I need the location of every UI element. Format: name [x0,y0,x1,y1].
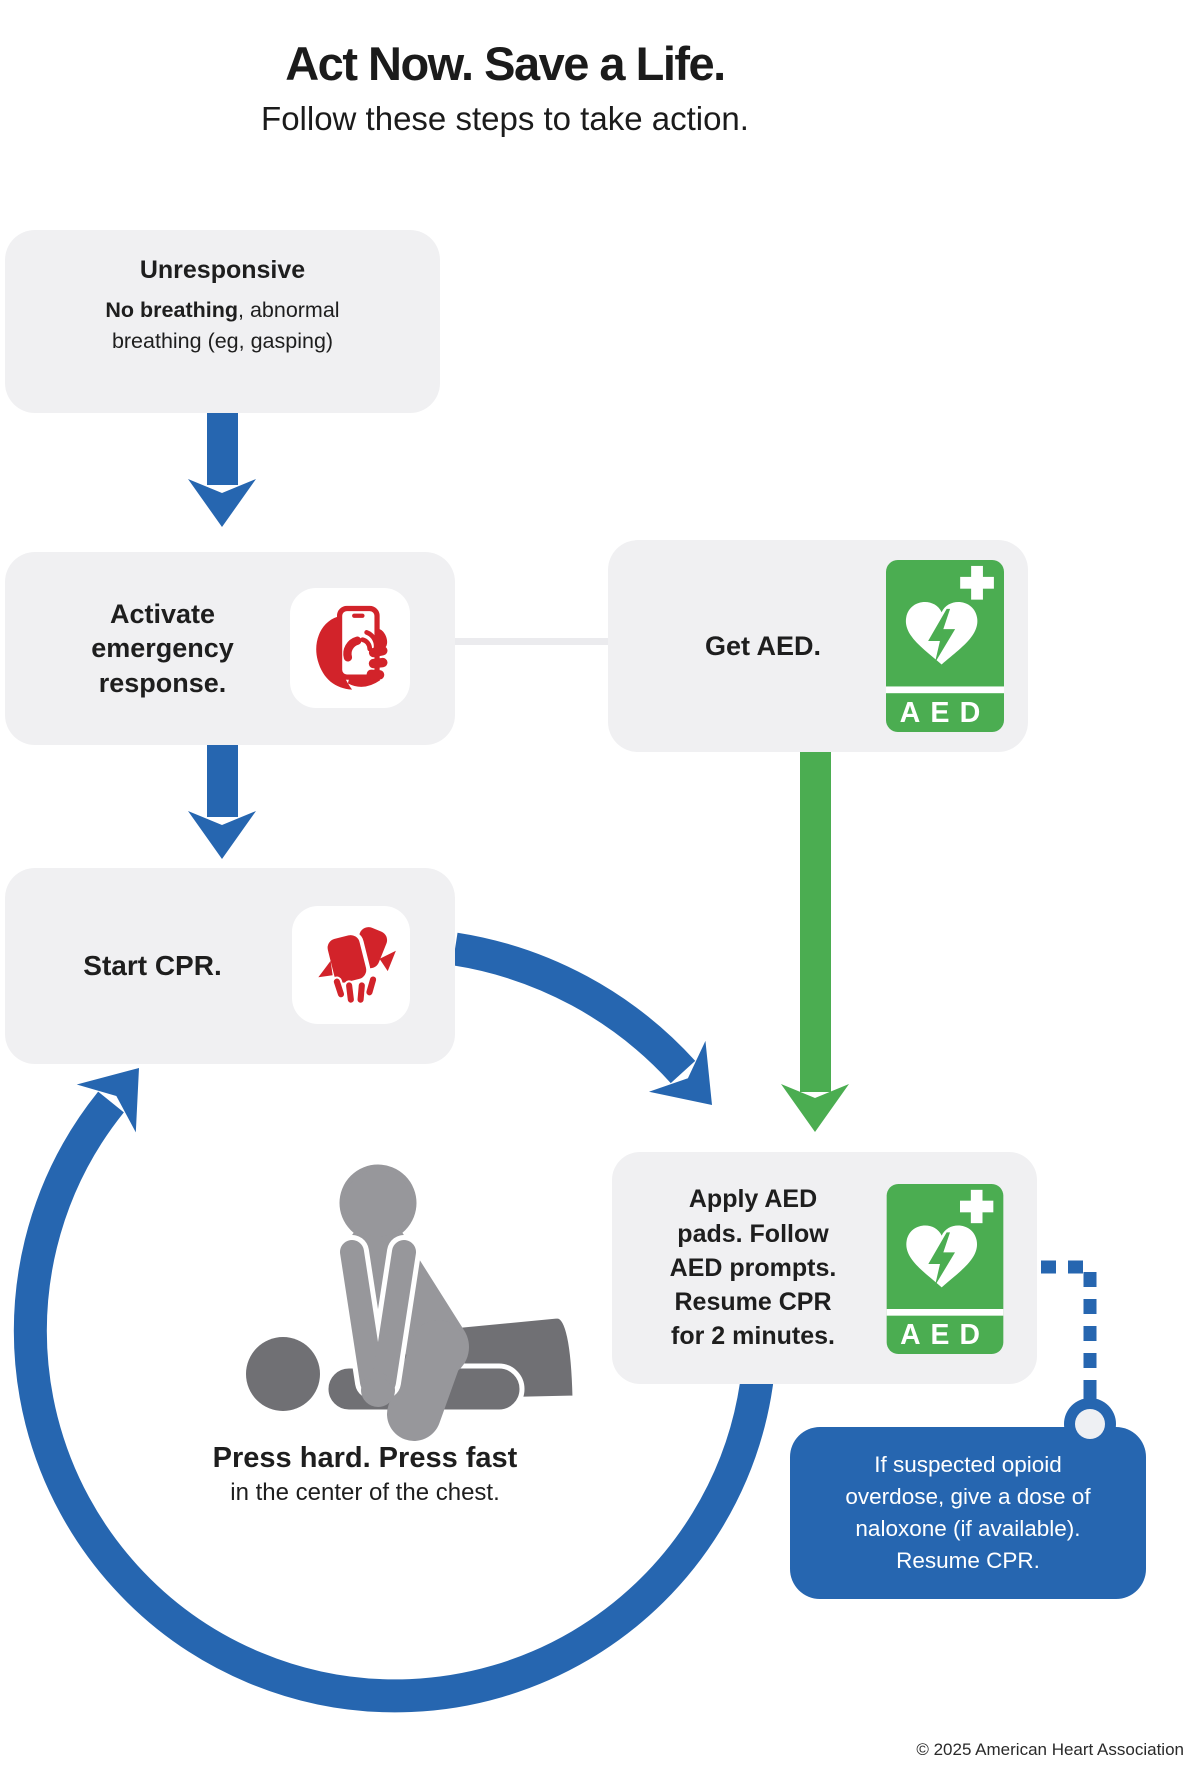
phone-call-hand-icon [290,588,410,708]
aed-sign-text: AED [900,697,991,729]
naloxone-callout-box: If suspected opioid overdose, give a dos… [790,1427,1146,1599]
naloxone-dashed-connector [1041,1260,1116,1450]
page-title: Act Now. Save a Life. [285,37,726,90]
step-box-activate-emergency-response: Activate emergency response. [5,552,455,745]
cpr-hands-icon [292,906,410,1024]
cpr-illustration [246,1164,578,1441]
activate-label: Activate emergency response. [91,599,234,698]
get-aed-label: Get AED. [704,630,821,661]
unresponsive-title: Unresponsive [139,256,306,284]
activate-to-getaed-connector [455,638,608,645]
get-aed-down-arrow [781,752,849,1132]
apply-aed-label: Apply AED pads. Follow AED prompts. Resu… [669,1185,837,1351]
unresponsive-body: No breathing, abnormal breathing (eg, ga… [105,298,340,354]
press-hard-note: Press hard. Press fast in the center of … [115,1442,615,1507]
page-subtitle: Follow these steps to take action. [261,100,749,137]
press-hard-bold: Press hard. Press fast [212,1442,518,1474]
down-arrow-1 [188,413,256,527]
loop-arrow [13,1044,775,1713]
press-hard-regular: in the center of the chest. [230,1479,500,1506]
step-box-unresponsive: Unresponsive No breathing, abnormal brea… [5,230,440,413]
down-arrow-2 [188,745,256,859]
aed-sign-icon: AED [886,560,1004,732]
aed-sign-text: AED [900,1319,990,1351]
start-cpr-label: Start CPR. [83,950,222,981]
start-cpr-to-apply-aed-arrow [452,932,741,1131]
copyright-text: © 2025 American Heart Association [916,1740,1184,1759]
aed-sign-icon: AED [886,1184,1004,1354]
step-box-start-cpr: Start CPR. [5,868,455,1064]
